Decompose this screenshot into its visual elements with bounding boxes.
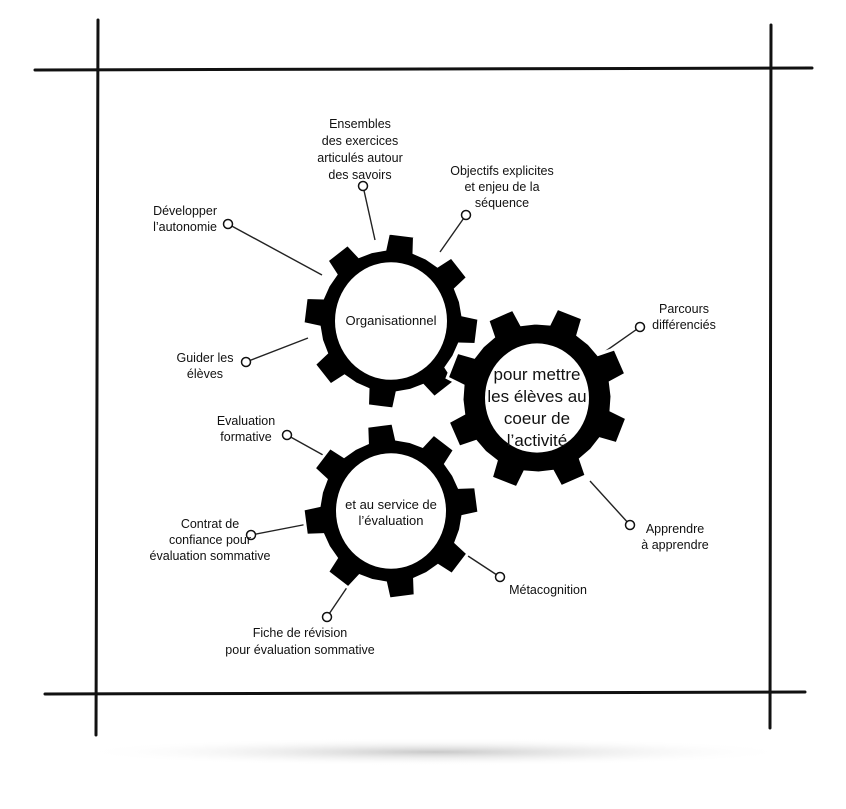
connector-line-apprendre [589, 480, 631, 526]
gear-organisationnel [301, 231, 481, 411]
connector-node-guider [240, 356, 252, 368]
connector-node-ensembles [357, 180, 369, 192]
connector-line-metacognition [467, 555, 501, 578]
connector-node-objectifs [460, 209, 472, 221]
connector-node-evaluation-formative [281, 429, 293, 441]
connector-node-developper [222, 218, 234, 230]
connector-line-guider [245, 337, 309, 363]
connector-line-developper [227, 223, 323, 276]
gear-hole [335, 262, 447, 380]
frame-shadow [75, 738, 795, 766]
connector-node-parcours [634, 321, 646, 333]
svg-text:Organisationnel: Organisationnel [345, 313, 436, 328]
connector-node-apprendre [624, 519, 636, 531]
sketch-frame [33, 18, 814, 737]
gear-coeur [445, 306, 629, 490]
connector-node-fiche [321, 611, 333, 623]
svg-text:et au service del’évaluation: et au service del’évaluation [345, 497, 437, 528]
gears [301, 231, 629, 601]
connector-line-contrat [250, 522, 314, 536]
connector-line-ensembles [362, 185, 376, 241]
gear-hole [336, 453, 446, 569]
label-metacognition: Métacognition [509, 583, 587, 597]
connector-line-objectifs [439, 214, 467, 253]
gear-hole [485, 343, 589, 453]
gear-label-organisationnel: Organisationnel [345, 313, 436, 328]
connector-node-contrat [245, 529, 257, 541]
gear-evaluation [301, 421, 481, 601]
connector-node-metacognition [494, 571, 506, 583]
